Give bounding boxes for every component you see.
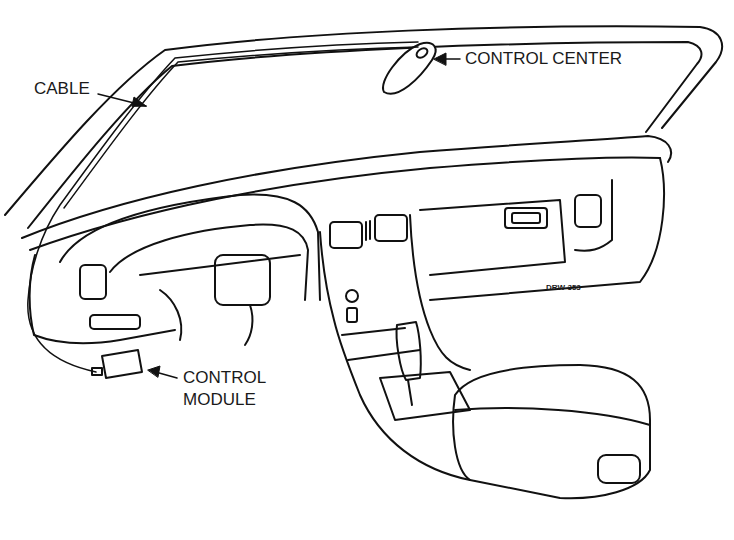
left-switch bbox=[90, 315, 140, 329]
cluster-hood bbox=[60, 195, 320, 300]
center-vent-right bbox=[375, 215, 407, 241]
cluster-face bbox=[110, 224, 308, 300]
module-connector bbox=[92, 368, 102, 375]
switch bbox=[347, 308, 357, 322]
windshield-inner bbox=[28, 42, 701, 228]
cable bbox=[28, 42, 418, 372]
glovebox-handle bbox=[505, 208, 547, 228]
center-vent-left bbox=[330, 222, 362, 248]
shift-lever bbox=[397, 322, 421, 380]
arrowhead bbox=[132, 97, 146, 106]
dash-right-face bbox=[575, 180, 612, 251]
armrest-line bbox=[455, 408, 650, 425]
armrest-latch bbox=[598, 455, 640, 483]
callout-label: CABLE bbox=[34, 78, 114, 100]
drawing-number: DRW-353 bbox=[546, 283, 606, 293]
glovebox bbox=[420, 200, 565, 275]
shift-slot bbox=[408, 380, 412, 405]
left-vent bbox=[80, 265, 106, 299]
shift-gate bbox=[380, 372, 470, 420]
lower-left-dash bbox=[30, 255, 175, 343]
center-console-right bbox=[410, 215, 470, 370]
callout-label: CONTROL CENTER bbox=[465, 48, 665, 70]
control-module bbox=[102, 350, 142, 378]
hazard-switch bbox=[366, 221, 370, 240]
steering-column bbox=[160, 290, 252, 345]
armrest bbox=[453, 365, 650, 498]
dash-edge bbox=[30, 157, 660, 250]
center-console-left bbox=[320, 232, 470, 480]
dash-right bbox=[430, 158, 664, 300]
control-center bbox=[383, 43, 436, 94]
cable-edge bbox=[64, 47, 418, 208]
leader-line bbox=[98, 94, 146, 106]
console-lines bbox=[342, 328, 420, 360]
cluster-line bbox=[140, 255, 300, 275]
knob bbox=[346, 290, 358, 302]
right-vent bbox=[575, 195, 601, 227]
arrowhead bbox=[148, 366, 160, 377]
glovebox-handle-inner bbox=[512, 213, 540, 223]
windshield-frame bbox=[5, 26, 722, 215]
gauge bbox=[215, 255, 270, 305]
control-center-button bbox=[415, 46, 429, 59]
callout-label: CONTROL MODULE bbox=[183, 367, 283, 411]
arrowhead bbox=[434, 53, 446, 65]
